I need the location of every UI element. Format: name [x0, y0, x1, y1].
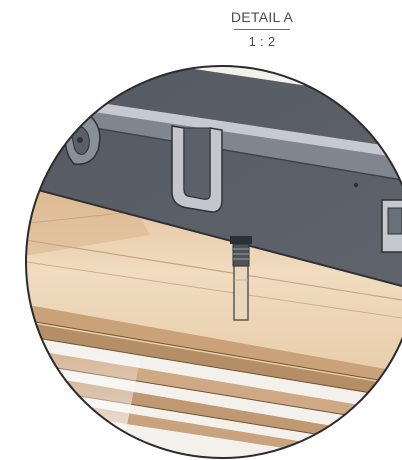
detail-label: DETAIL A 1 : 2 [222, 8, 302, 50]
wood-slat [26, 300, 402, 384]
detail-title-underline [234, 29, 290, 30]
detail-title: DETAIL A [230, 9, 294, 25]
pin-fastener [230, 236, 252, 321]
detail-scale: 1 : 2 [248, 34, 276, 49]
right-latch [381, 199, 402, 253]
u-bracket [171, 125, 223, 213]
detail-circle-outline [25, 65, 402, 459]
left-clip [43, 110, 101, 165]
wood-slat [26, 318, 402, 398]
